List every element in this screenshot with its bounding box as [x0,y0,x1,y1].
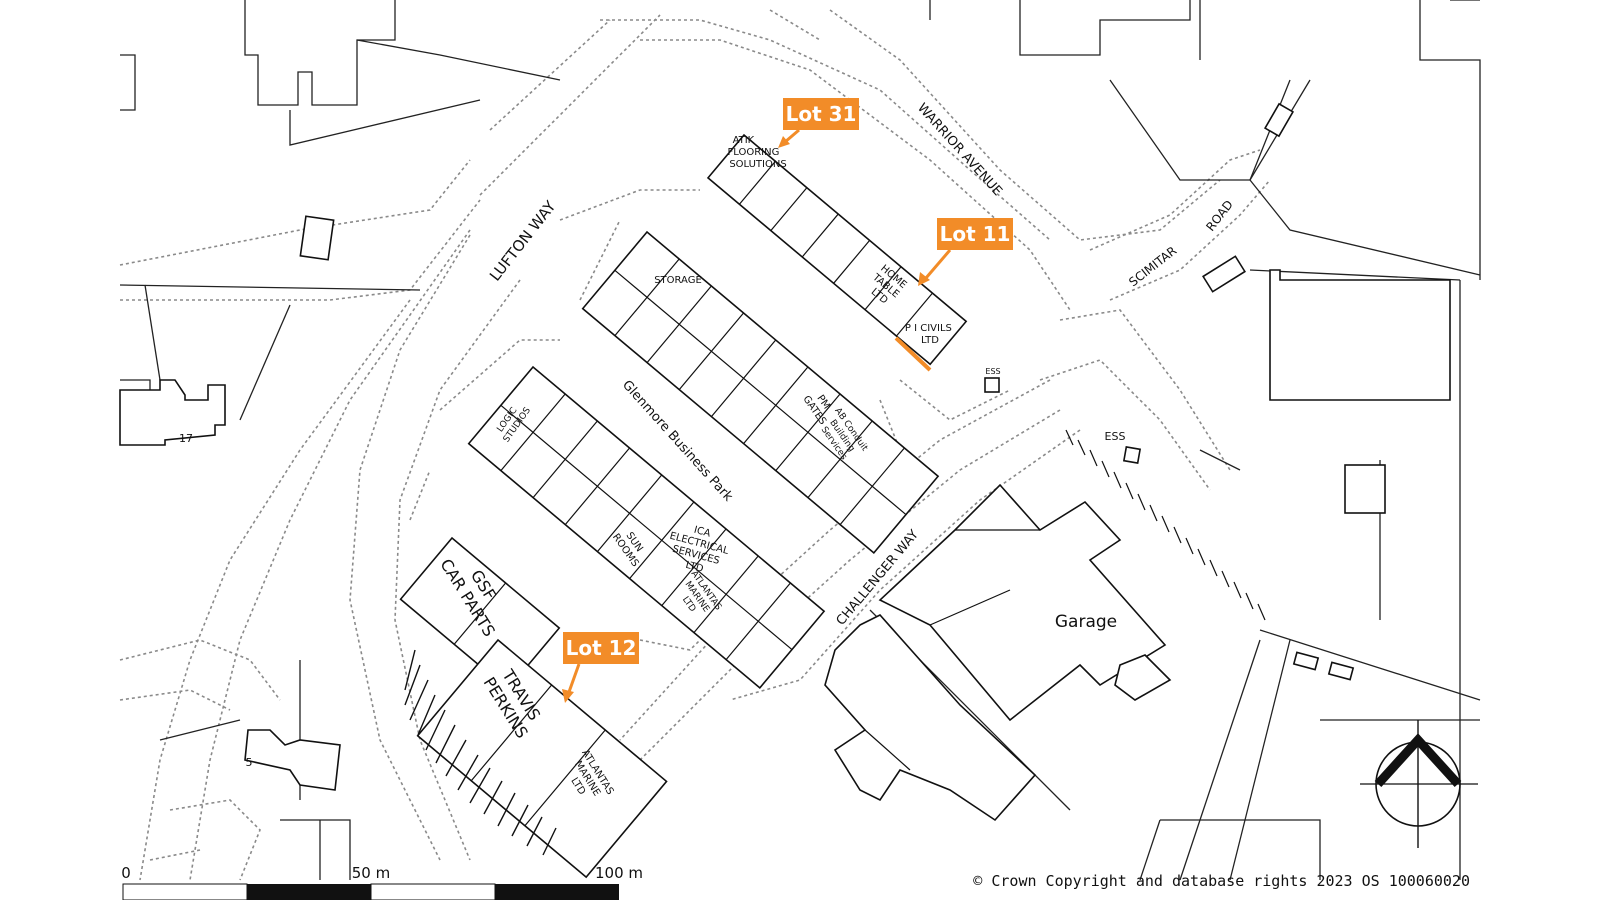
scale-bar: 0 50 m 100 m [121,864,643,900]
ess-label-large: ESS [1105,430,1126,443]
buildings [119,102,1451,879]
lot-label-11: Lot 11 [940,222,1011,246]
unit-label-pi-civils: P I CIVILS LTD [905,323,955,346]
lot-callout-31[interactable]: Lot 31 [778,98,859,148]
house-number-17: 17 [179,432,193,445]
road-label-road: ROAD [1203,198,1236,234]
scale-label-0: 0 [121,864,131,882]
road-network [119,9,1271,881]
north-arrow-icon [1360,720,1478,848]
copyright-notice: © Crown Copyright and database rights 20… [973,872,1470,890]
boundary-lines [119,0,1481,881]
unit-label-storage: STORAGE [654,275,702,286]
lot-label-12: Lot 12 [566,636,637,660]
road-label-lufton-way: LUFTON WAY [486,197,560,285]
house-number-5: 5 [246,756,253,769]
lot-callout-12[interactable]: Lot 12 [562,632,639,703]
scale-label-100m: 100 m [595,864,643,882]
unit-label-garage: Garage [1055,612,1117,632]
scale-label-50m: 50 m [352,864,390,882]
road-label-scimitar: SCIMITAR [1126,244,1179,290]
lot-callout-11[interactable]: Lot 11 [894,218,1013,372]
unit-label-atik: ATIK FLOORING SOLUTIONS [727,135,786,170]
road-label-warrior-avenue: WARRIOR AVENUE [914,101,1005,199]
lot-label-31: Lot 31 [786,102,857,126]
ess-label-small: ESS [985,367,1000,376]
